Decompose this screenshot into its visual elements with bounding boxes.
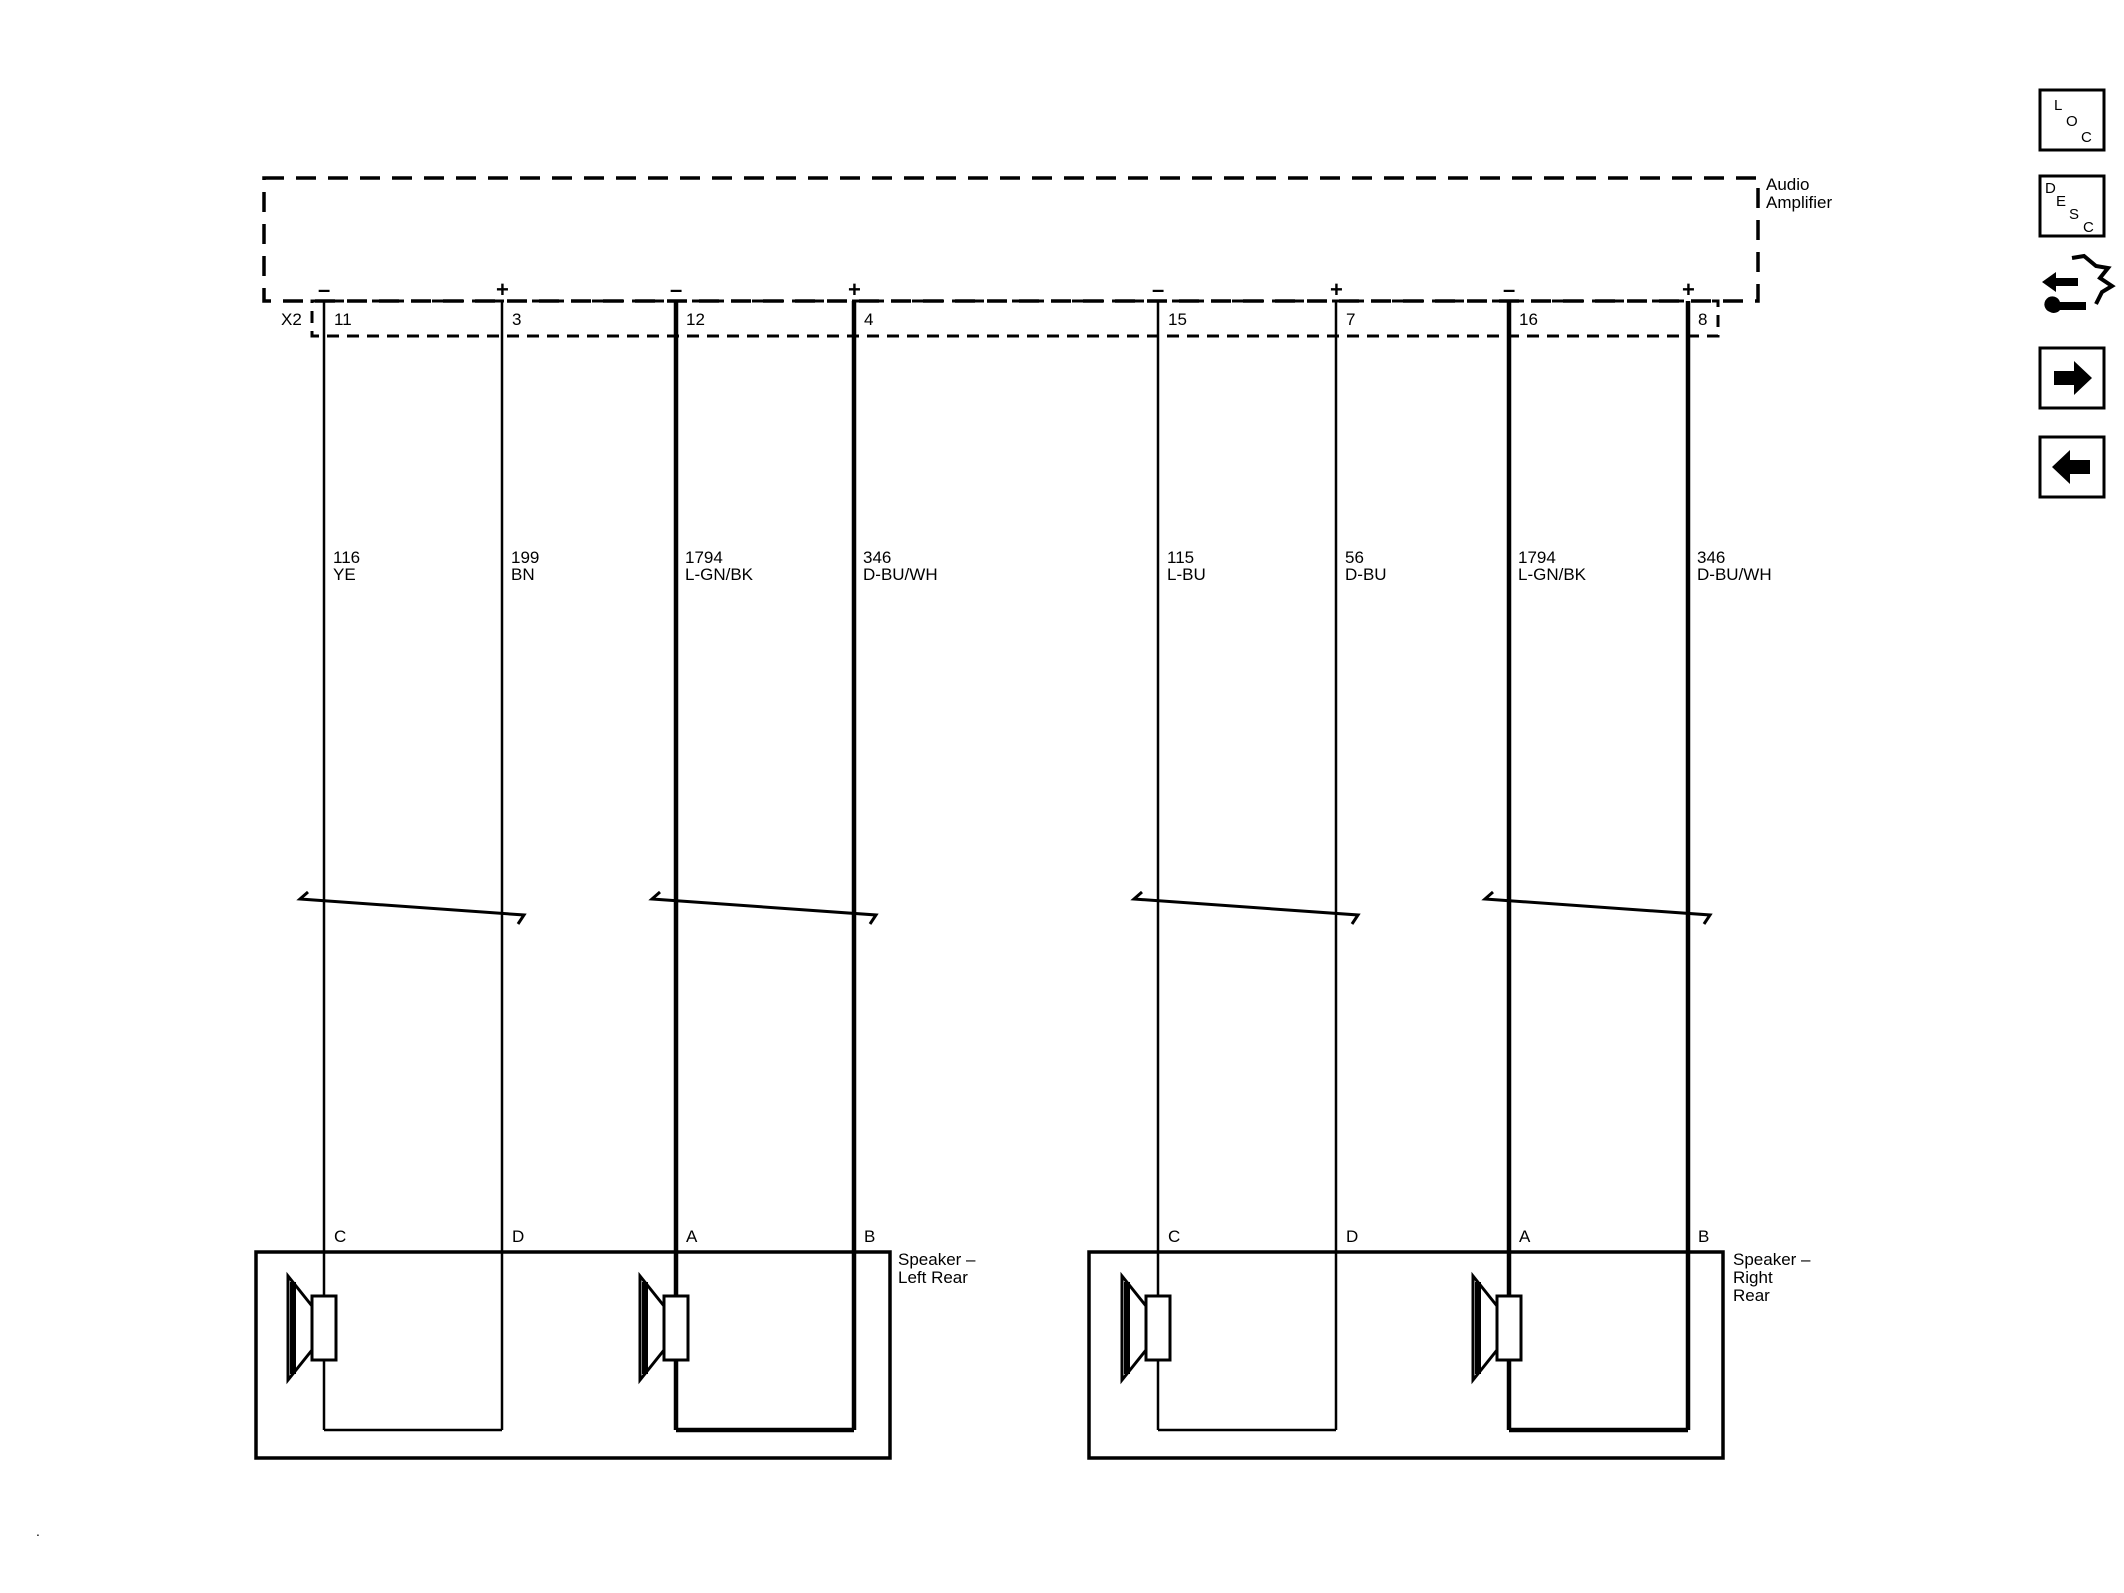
connector-pin-number: 8: [1698, 310, 1707, 329]
desc-letter-d: D: [2045, 180, 2056, 197]
twisted-pair-marker: [1130, 890, 1361, 925]
speaker-pin-letter: C: [1168, 1227, 1180, 1246]
speaker-left-rear-name-line1: Speaker –: [898, 1250, 976, 1269]
wire-color: BN: [511, 565, 535, 584]
audio-amplifier: Audio Amplifier X2: [262, 175, 1832, 338]
speaker-right-rear-name-line3: Rear: [1733, 1286, 1770, 1305]
wire-polarity: +: [1330, 277, 1343, 302]
twisted-pair-marker: [296, 890, 527, 925]
desc-letter-s: S: [2069, 206, 2079, 223]
desc-letter-c: C: [2083, 219, 2094, 236]
speaker-pin-letter: B: [1698, 1227, 1709, 1246]
speaker-left-rear: Speaker – Left Rear: [254, 1250, 976, 1460]
wire-polarity: –: [670, 277, 682, 302]
connector-pin-number: 15: [1168, 310, 1187, 329]
wire-color: D-BU/WH: [1697, 565, 1772, 584]
speaker-left-rear-housing: [254, 1250, 892, 1460]
connector-pin-number: 12: [686, 310, 705, 329]
connector-tool-icon[interactable]: [2042, 253, 2116, 313]
wire-polarity: –: [1503, 277, 1515, 302]
circuit-number: 346: [863, 548, 891, 567]
speaker-right-rear-housing: [1087, 1250, 1725, 1460]
amplifier-dashed-outline: [262, 176, 1760, 303]
speaker-cone-icon: [1471, 1271, 1523, 1385]
circuit-number: 346: [1697, 548, 1725, 567]
wire-color: YE: [333, 565, 356, 584]
desc-letter-e: E: [2056, 193, 2066, 210]
wire-color: D-BU/WH: [863, 565, 938, 584]
wire-polarity: +: [848, 277, 861, 302]
speaker-cone-icon: [638, 1271, 690, 1385]
speaker-pin-letter: B: [864, 1227, 875, 1246]
amplifier-name-line1: Audio: [1766, 175, 1809, 194]
circuit-number: 115: [1167, 548, 1194, 567]
wire-circuits: –11116YEC+3199BND–121794L-GN/BKA+4346D-B…: [296, 277, 1772, 1433]
speaker-pin-letter: D: [1346, 1227, 1358, 1246]
speaker-pin-letter: C: [334, 1227, 346, 1246]
wire-color: L-GN/BK: [685, 565, 754, 584]
speaker-right-rear-name-line2: Right: [1733, 1268, 1773, 1287]
wire-polarity: +: [496, 277, 509, 302]
speaker-cone-icon: [286, 1271, 338, 1385]
circuit-number: 199: [511, 548, 539, 567]
wire-polarity: –: [1152, 277, 1164, 302]
nav-panel: L O C D E S C: [2038, 88, 2116, 499]
wire-color: L-BU: [1167, 565, 1206, 584]
speaker-right-rear-name-line1: Speaker –: [1733, 1250, 1811, 1269]
circuit-number: 116: [333, 548, 360, 567]
connector-pin-number: 16: [1519, 310, 1538, 329]
amplifier-name-line2: Amplifier: [1766, 193, 1832, 212]
wire-color: L-GN/BK: [1518, 565, 1587, 584]
connector-pin-number: 3: [512, 310, 521, 329]
desc-icon[interactable]: D E S C: [2038, 174, 2106, 238]
connector-pin-number: 4: [864, 310, 873, 329]
circuit-number: 56: [1345, 548, 1364, 567]
twisted-pair-marker: [1481, 890, 1713, 925]
speaker-right-rear: Speaker – Right Rear: [1087, 1250, 1811, 1460]
connector-pin-number: 11: [334, 310, 352, 329]
connector-pin-number: 7: [1346, 310, 1355, 329]
wire-polarity: +: [1682, 277, 1695, 302]
loc-letter-l: L: [2054, 97, 2062, 114]
connector-label: X2: [281, 310, 302, 329]
loc-icon[interactable]: L O C: [2038, 88, 2106, 152]
circuit-number: 1794: [1518, 548, 1556, 567]
footer-mark: .: [36, 1523, 40, 1539]
twisted-pair-marker: [648, 890, 879, 925]
arrow-right-icon[interactable]: [2038, 346, 2106, 410]
speaker-pin-letter: D: [512, 1227, 524, 1246]
wire-color: D-BU: [1345, 565, 1387, 584]
speakers: Speaker – Left Rear Speaker – Right Rear: [254, 1250, 1811, 1460]
loc-letter-o: O: [2066, 113, 2078, 130]
circuit-number: 1794: [685, 548, 723, 567]
speaker-cone-icon: [1120, 1271, 1172, 1385]
wire-polarity: –: [318, 277, 330, 302]
speaker-pin-letter: A: [686, 1227, 698, 1246]
speaker-left-rear-name-line2: Left Rear: [898, 1268, 968, 1287]
arrow-left-icon[interactable]: [2038, 435, 2106, 499]
loc-letter-c: C: [2081, 129, 2092, 146]
speaker-pin-letter: A: [1519, 1227, 1531, 1246]
connector-x2-outline: [310, 299, 1720, 338]
